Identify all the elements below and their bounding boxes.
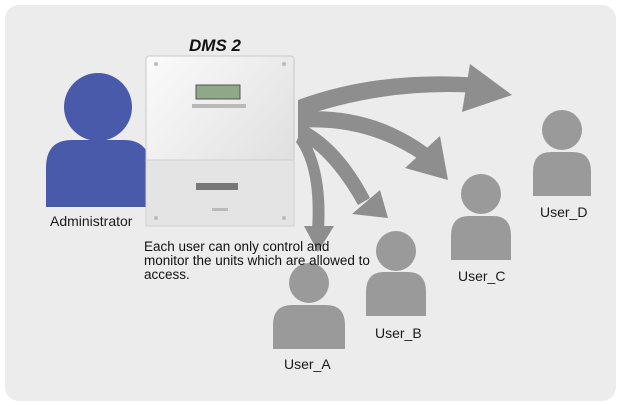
arrow-to-user-d [298, 64, 512, 118]
access-arrows [296, 64, 512, 252]
administrator-icon [46, 73, 150, 207]
dms2-device-image [145, 55, 295, 227]
user-c-icon [451, 174, 511, 260]
user-b-icon [366, 231, 426, 316]
user-d-label: User_D [540, 204, 588, 220]
access-note: Each user can only control and monitor t… [144, 239, 370, 282]
arrow-to-user-c [298, 111, 448, 180]
device-title: DMS 2 [189, 36, 241, 55]
user-a-label: User_A [284, 356, 331, 372]
administrator-label: Administrator [50, 213, 133, 229]
user-c-label: User_C [458, 268, 506, 284]
user-a-icon [273, 263, 345, 349]
user-b-label: User_B [375, 325, 422, 341]
arrow-to-user-b [298, 122, 388, 218]
arrow-to-user-a [296, 130, 334, 252]
user-d-icon [533, 110, 591, 196]
